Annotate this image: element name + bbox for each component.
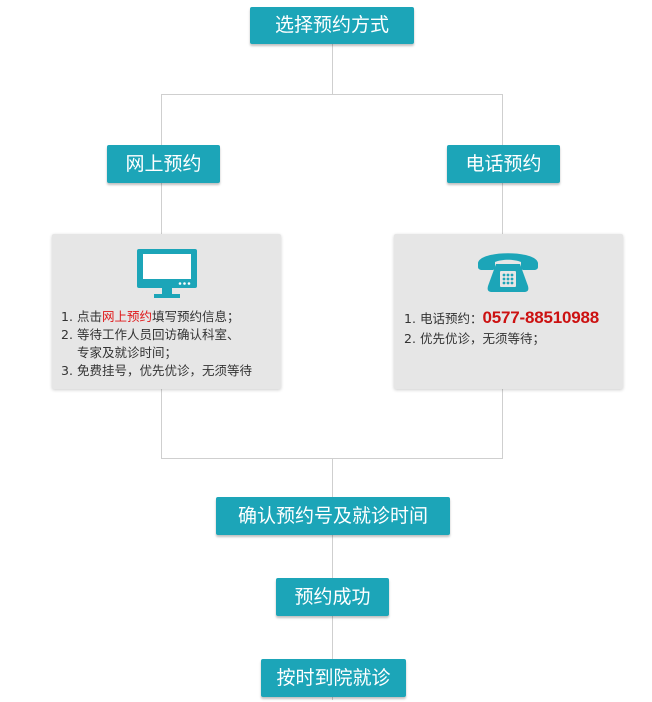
connector-top-horizontal <box>161 94 503 95</box>
online-step-1: 1.点击网上预约填写预约信息； <box>61 309 240 324</box>
step-booking-success: 预约成功 <box>276 578 389 616</box>
online-step-2: 2.等待工作人员回访确认科室、 <box>61 327 240 342</box>
connector-top-vertical <box>332 44 333 94</box>
step-phone-booking[interactable]: 电话预约 <box>447 145 560 183</box>
online-step-3: 3.免费挂号，优先优诊，无须等待 <box>61 363 253 378</box>
telephone-icon <box>478 253 538 292</box>
step-online-booking[interactable]: 网上预约 <box>107 145 220 183</box>
online-steps-list: 1.点击网上预约填写预约信息； 2.等待工作人员回访确认科室、 专家及就诊时间；… <box>61 308 252 380</box>
phone-step-1: 1.电话预约：0577-88510988 <box>404 308 600 327</box>
online-booking-link[interactable]: 网上预约 <box>102 309 153 324</box>
phone-number[interactable]: 0577-88510988 <box>482 308 600 327</box>
online-booking-card: 1.点击网上预约填写预约信息； 2.等待工作人员回访确认科室、 专家及就诊时间；… <box>52 234 281 389</box>
step-choose-method: 选择预约方式 <box>250 7 414 44</box>
online-step-2-cont: 专家及就诊时间； <box>77 345 178 360</box>
phone-steps-list: 1.电话预约：0577-88510988 2.优先优诊，无须等待； <box>404 307 599 348</box>
step-confirm-appointment: 确认预约号及就诊时间 <box>216 497 450 535</box>
phone-booking-card: 1.电话预约：0577-88510988 2.优先优诊，无须等待； <box>394 234 623 389</box>
phone-step-2: 2.优先优诊，无须等待； <box>404 331 546 346</box>
computer-monitor-icon <box>137 249 197 298</box>
step-visit-hospital: 按时到院就诊 <box>261 659 406 697</box>
